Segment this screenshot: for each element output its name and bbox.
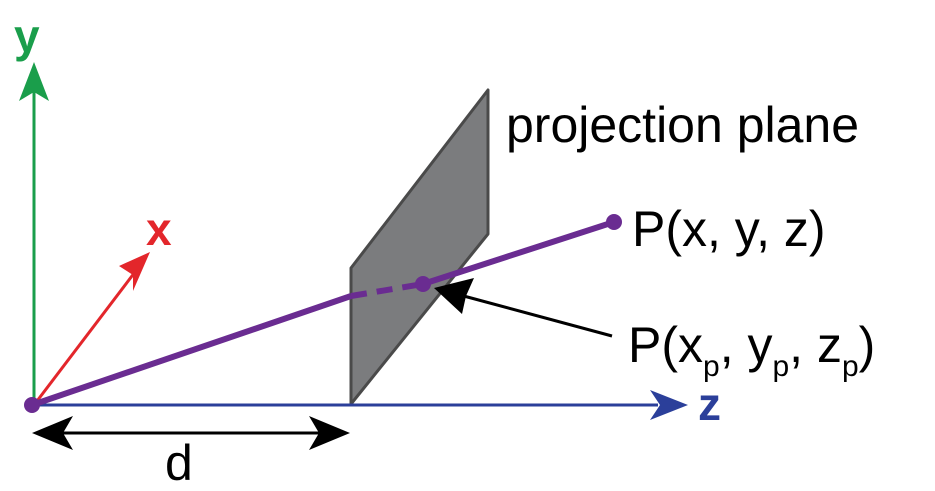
x-axis-arrowhead (119, 252, 150, 291)
projection-ray-back (422, 219, 615, 287)
projected-point-pointer-line (459, 293, 613, 338)
distance-label: d (165, 435, 193, 491)
distance-left-arrowhead (32, 416, 73, 450)
z-axis-arrowhead (650, 390, 688, 420)
distance-right-arrowhead (309, 416, 350, 450)
projection-ray-dashed (350, 281, 424, 299)
projected-point-pointer-arrowhead (434, 278, 474, 314)
origin-point (24, 397, 40, 413)
y-axis-arrowhead (19, 62, 49, 101)
projection-plane (349, 88, 490, 406)
x-axis-line (32, 271, 137, 406)
x-axis-label: x (146, 203, 172, 255)
y-axis-label: y (14, 10, 40, 62)
projected-point-label: P(xp, yp, zp) (628, 317, 875, 383)
point-p-label: P(x, y, z) (632, 201, 826, 257)
point-p (606, 214, 622, 230)
z-axis-label: z (698, 378, 721, 430)
projected-point (415, 276, 431, 292)
projection-plane-label: projection plane (506, 97, 859, 153)
projection-ray-front (31, 293, 352, 408)
